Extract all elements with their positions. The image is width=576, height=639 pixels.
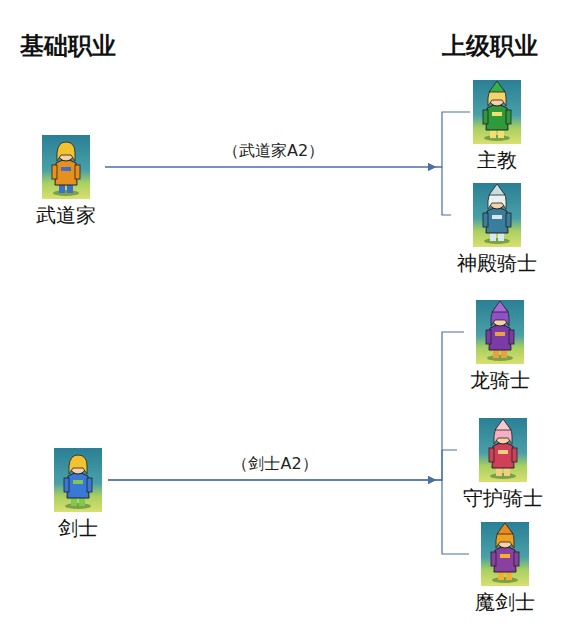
character-sprite: [42, 135, 90, 199]
character-sprite: [479, 418, 527, 482]
split-arrow: [105, 163, 451, 215]
character-sprite: [473, 183, 521, 247]
split-arrow: [108, 332, 464, 484]
job-node: 守护骑士: [460, 418, 546, 510]
split-arrow: [105, 112, 470, 171]
job-node: 主教: [473, 80, 521, 172]
job-node: 魔剑士: [472, 522, 538, 614]
character-sprite: [54, 448, 102, 512]
job-name: 魔剑士: [475, 590, 535, 614]
job-name: 神殿骑士: [457, 251, 537, 275]
job-node: 剑士: [54, 448, 102, 540]
column-heading: 基础职业: [20, 30, 116, 62]
edge-label: （武道家A2）: [221, 141, 326, 161]
character-sprite: [473, 80, 521, 144]
character-sprite: [481, 522, 529, 586]
character-sprite: [476, 300, 524, 364]
column-heading: 上级职业: [442, 30, 538, 62]
edge-label: （剑士A2）: [230, 454, 319, 474]
job-node: 神殿骑士: [454, 183, 540, 275]
split-arrow: [108, 476, 469, 554]
job-name: 武道家: [36, 203, 96, 227]
job-name: 剑士: [58, 516, 98, 540]
job-node: 龙骑士: [467, 300, 533, 392]
job-node: 武道家: [33, 135, 99, 227]
job-name: 龙骑士: [470, 368, 530, 392]
job-name: 主教: [477, 148, 517, 172]
job-name: 守护骑士: [463, 486, 543, 510]
split-arrow: [108, 450, 457, 484]
